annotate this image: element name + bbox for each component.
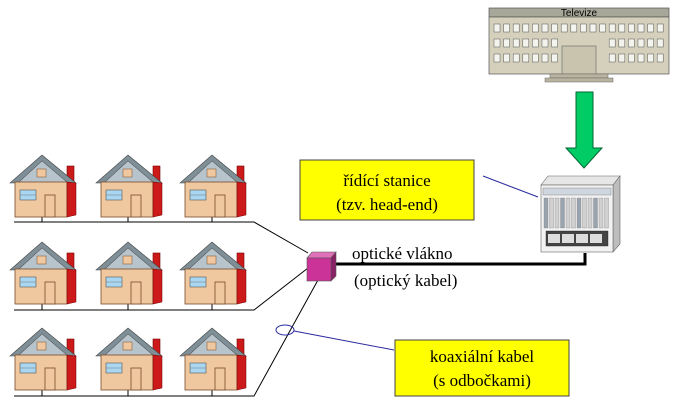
rack-module: [565, 197, 571, 229]
rack-module: [576, 197, 582, 229]
building-window: [503, 23, 510, 33]
building-window: [503, 53, 510, 63]
building-window: [656, 23, 664, 33]
building-window: [512, 53, 520, 63]
building-window: [503, 38, 510, 48]
building-window: [647, 23, 654, 33]
building-window: [570, 23, 578, 33]
house-icon: [179, 241, 247, 305]
rack-module: [571, 197, 576, 229]
building-window: [551, 38, 558, 48]
building-window: [493, 38, 501, 48]
building-window: [628, 53, 635, 63]
rack-module: [587, 197, 593, 229]
building-window: [608, 23, 616, 33]
building-window: [608, 38, 616, 48]
building-window: [541, 38, 549, 48]
coax-line-row-3: [14, 279, 319, 397]
building-window: [647, 53, 654, 63]
house-icon: [95, 327, 163, 391]
building-title: Televize: [561, 8, 598, 19]
splitter-node: [306, 251, 337, 282]
house-icon: [179, 154, 247, 218]
building-window: [599, 23, 606, 33]
building-window: [637, 53, 645, 63]
building-window: [522, 38, 530, 48]
coax-label-2: (s odbočkami): [433, 371, 531, 390]
house-icon: [95, 154, 163, 218]
house-icon: [9, 154, 77, 218]
building-window: [541, 53, 549, 63]
down-arrow-icon: [564, 91, 604, 169]
building-window: [637, 23, 645, 33]
building-window: [512, 23, 520, 33]
coax-line-row-2: [14, 267, 309, 311]
coax-label-1: koaxiální kabel: [430, 347, 535, 366]
building-window: [532, 53, 539, 63]
head-end-callout: [299, 159, 475, 221]
building-window: [647, 38, 654, 48]
tv-building: Televize: [488, 7, 670, 83]
head-end-label-2: (tzv. head-end): [336, 195, 438, 214]
rack-module: [560, 197, 565, 229]
building-entrance: [561, 45, 597, 75]
building-window: [637, 38, 645, 48]
building-window: [608, 53, 616, 63]
fiber-cable: [334, 253, 587, 266]
building-window: [522, 23, 530, 33]
building-window: [551, 53, 558, 63]
building-window: [656, 53, 664, 63]
building-window: [493, 53, 501, 63]
rack-module: [598, 197, 604, 229]
building-window: [522, 53, 530, 63]
rack-module: [554, 197, 560, 229]
building-steps: [549, 73, 609, 79]
head-end-leader: [482, 175, 539, 198]
building-window: [628, 23, 635, 33]
head-end-label-1: řídící stanice: [343, 171, 430, 190]
house-icon: [179, 327, 247, 391]
fiber-label-2: (optický kabel): [354, 271, 457, 290]
building-window: [560, 23, 568, 33]
building-steps-lower: [544, 77, 614, 83]
coax-leader: [293, 330, 395, 351]
rack-module: [549, 197, 554, 229]
rack-module: [582, 197, 587, 229]
building-window: [618, 53, 626, 63]
building-window: [628, 38, 635, 48]
building-window: [618, 38, 626, 48]
coax-marker: [275, 324, 295, 336]
building-window: [541, 23, 549, 33]
building-window: [493, 23, 501, 33]
head-end-rack: [540, 175, 621, 253]
coax-line-row-1: [14, 221, 309, 254]
building-window: [532, 38, 539, 48]
rack-module: [543, 197, 549, 229]
rack-module: [604, 197, 609, 229]
coax-callout: [394, 339, 570, 397]
building-window: [580, 23, 587, 33]
building-window: [532, 23, 539, 33]
building-windows: [493, 23, 664, 63]
house-icon: [9, 241, 77, 305]
building-window: [512, 38, 520, 48]
house-icon: [9, 327, 77, 391]
building-window: [551, 23, 558, 33]
building-window: [656, 38, 664, 48]
building-window: [589, 23, 597, 33]
building-window: [618, 23, 626, 33]
house-icon: [95, 241, 163, 305]
houses: [9, 154, 247, 391]
rack-module: [593, 197, 598, 229]
fiber-label-1: optické vlákno: [352, 244, 453, 263]
